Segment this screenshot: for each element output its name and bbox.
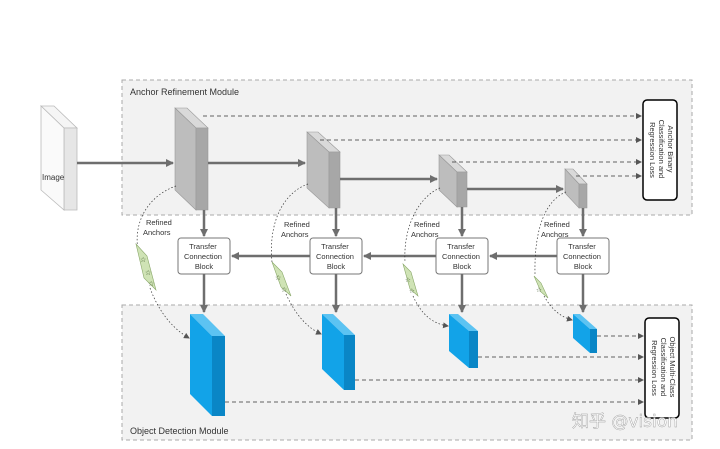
- refined-anchors-label-2: Refined Anchors: [281, 220, 312, 239]
- odm-feature-map-3: [449, 314, 478, 368]
- tcb-3-line2: Connection: [442, 252, 480, 261]
- tcb-4-line2: Connection: [563, 252, 601, 261]
- anchor-star-icon: ☆: [145, 269, 151, 277]
- refined-anchor-curves-bottom: [149, 287, 573, 339]
- refined-anchors-patch-1: ☆ ☆ ☆: [135, 242, 157, 291]
- odm-feature-map-1: [190, 314, 225, 416]
- tcb-2: Transfer Connection Block: [309, 237, 363, 275]
- input-image: Image: [40, 105, 78, 211]
- refined-anchors-label-1: Refined Anchors: [143, 218, 174, 237]
- anchor-star-icon: ☆: [536, 287, 542, 294]
- refined-anchors-label-4: Refined Anchors: [541, 220, 572, 239]
- anchor-star-icon: ☆: [148, 280, 154, 288]
- anchor-star-icon: ☆: [409, 288, 415, 295]
- input-image-label: Image: [42, 173, 65, 182]
- arm-loss-box: Anchor Binary Classification and Regress…: [642, 99, 678, 201]
- arm-loss-line3: Regression Loss: [648, 122, 657, 178]
- svg-text:Object Multi-Class Class: Object Multi-Class Classification and Re…: [650, 337, 677, 400]
- anchor-star-icon: ☆: [281, 286, 287, 294]
- tcb-3: Transfer Connection Block: [435, 237, 489, 275]
- arm-loss-line2: Classification and: [657, 120, 666, 179]
- tcb-2-line3: Block: [327, 262, 346, 271]
- tcb-1: Transfer Connection Block: [177, 237, 231, 275]
- anchor-star-icon: ☆: [405, 277, 411, 284]
- svg-text:Transfer Connection: Transfer Connection Block: [563, 242, 603, 271]
- svg-text:Transfer Connection: Transfer Connection Block: [184, 242, 224, 271]
- tcb-1-line1: Transfer: [189, 242, 217, 251]
- odm-feature-map-4: [573, 314, 597, 353]
- refined-anchors-label-3: Refined Anchors: [411, 220, 442, 239]
- tcb-4-line3: Block: [574, 262, 593, 271]
- anchor-star-icon: ☆: [140, 256, 146, 264]
- tcb-3-line1: Transfer: [447, 242, 475, 251]
- arm-panel: [121, 79, 693, 216]
- arm-loss-line1: Anchor Binary: [666, 125, 675, 172]
- odm-loss-box: Object Multi-Class Classification and Re…: [644, 317, 680, 419]
- anchor-star-icon: ☆: [275, 274, 281, 282]
- odm-loss-line3: Regression Loss: [650, 340, 659, 396]
- refined-anchors-patch-3: ☆ ☆: [402, 262, 419, 297]
- odm-loss-line2: Classification and: [659, 338, 668, 397]
- tcb-3-line3: Block: [453, 262, 472, 271]
- svg-text:Transfer Connection: Transfer Connection Block: [316, 242, 356, 271]
- odm-feature-map-2: [322, 314, 355, 390]
- odm-title: Object Detection Module: [130, 426, 229, 436]
- refined-anchors-patch-4: ☆: [533, 275, 549, 299]
- watermark: 知乎 @vision: [572, 412, 678, 432]
- arm-loss-arrows: [203, 113, 642, 179]
- tcb-1-line2: Connection: [184, 252, 222, 261]
- tcb-4-line1: Transfer: [568, 242, 596, 251]
- tcb-2-line1: Transfer: [321, 242, 349, 251]
- tcb-to-odm-arrows: [200, 274, 587, 313]
- svg-text:Transfer Connection: Transfer Connection Block: [442, 242, 482, 271]
- arm-feature-map-1: [174, 107, 209, 211]
- arm-feature-map-4: [564, 168, 588, 209]
- arm-feature-map-2: [306, 131, 341, 209]
- tcb-4: Transfer Connection Block: [556, 237, 610, 275]
- svg-text:Anchor Binary Classifica: Anchor Binary Classification and Regress…: [648, 120, 675, 181]
- refined-anchor-curves-top: [136, 183, 567, 275]
- tcb-2-line2: Connection: [316, 252, 354, 261]
- arm-feature-map-3: [438, 154, 468, 208]
- refined-anchors-patch-2: ☆ ☆: [271, 261, 292, 297]
- arm-title: Anchor Refinement Module: [130, 87, 239, 97]
- odm-loss-line1: Object Multi-Class: [668, 337, 677, 398]
- odm-loss-arrows: [225, 333, 644, 405]
- tcb-1-line3: Block: [195, 262, 214, 271]
- arm-to-tcb-arrows: [200, 207, 587, 237]
